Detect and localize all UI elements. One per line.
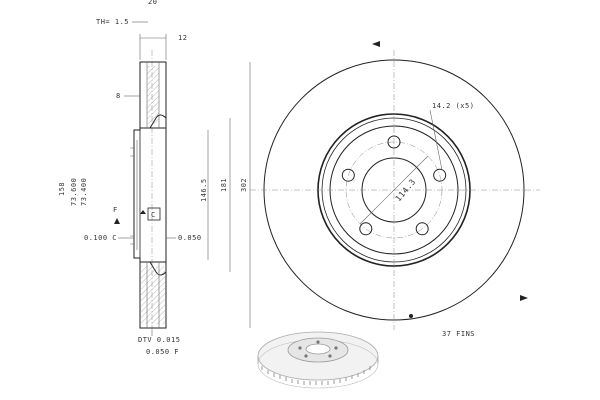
dim-302-label: 302 — [240, 178, 248, 192]
disc-3d-bore — [305, 343, 331, 355]
top-partial-label: 20 — [148, 0, 157, 6]
datum-c-box — [147, 207, 161, 221]
datum-f-label: F — [113, 206, 118, 214]
bolt-holes-label: 14.2 (x5) — [432, 102, 474, 110]
min-thickness-label: TH= 1.5 — [96, 18, 129, 26]
dtv-label: DTV 0.015 — [138, 336, 180, 344]
bolt-hole — [341, 168, 355, 182]
hat-section-left — [133, 128, 141, 262]
bolt-hole — [433, 168, 447, 182]
parallelism-f-label: 0.050 F — [146, 348, 179, 356]
datum-f-triangle — [114, 218, 120, 224]
hat-top-curve — [149, 114, 167, 129]
bolt-hole — [359, 222, 373, 236]
disc-3d-thumbnail — [257, 331, 379, 389]
thickness-12-label: 12 — [178, 34, 187, 42]
dim-158-label: 158 — [58, 182, 66, 196]
side-section-view: 12 TH= 1.5 20 8 158 73.600 73.400 F C 0.… — [58, 0, 251, 356]
upper-vent-hatch — [147, 66, 159, 124]
flatness-label: 0.050 — [178, 234, 202, 242]
datum-c-label: C — [151, 211, 156, 219]
tolerance-lower-label: 73.400 — [80, 178, 88, 206]
upper-friction-ring — [139, 61, 167, 129]
tolerance-upper-label: 73.600 — [70, 178, 78, 206]
runout-c-label: 0.100 C — [84, 234, 117, 242]
view-arrow-top — [372, 41, 380, 47]
fins-marker — [409, 314, 413, 318]
lower-section-hatch — [141, 266, 165, 324]
bolt-hole — [415, 222, 429, 236]
fins-label: 37 FINS — [442, 330, 475, 338]
dim-181-label: 181 — [220, 178, 228, 192]
dim-146-5-label: 146.5 — [200, 178, 208, 202]
lower-friction-ring — [139, 261, 167, 329]
view-arrow-right — [520, 295, 528, 301]
front-view: 114.3 14.2 (x5) 37 FINS — [250, 41, 540, 338]
dim-8-label: 8 — [116, 92, 121, 100]
pcd-leader — [359, 155, 429, 225]
